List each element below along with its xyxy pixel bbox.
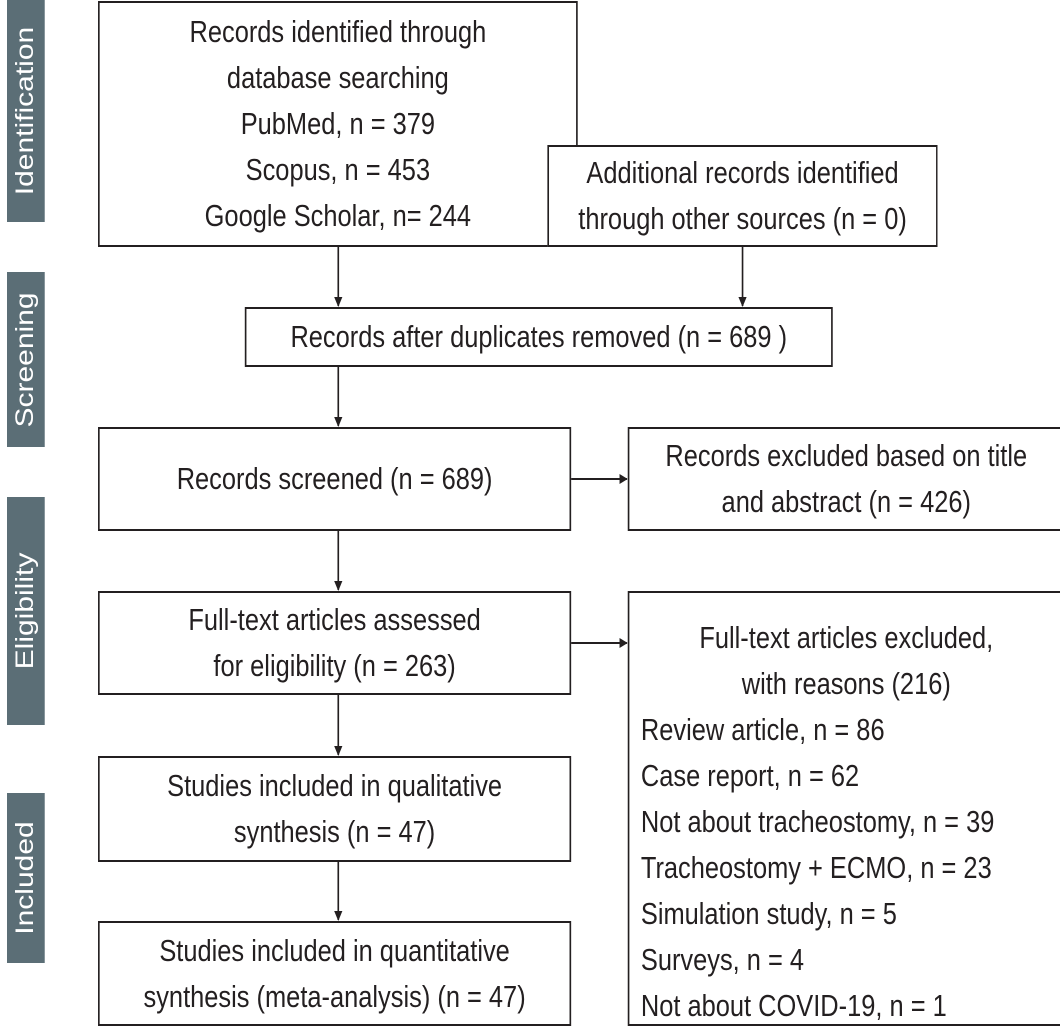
db-search-pubmed: PubMed, n = 379 [240, 106, 436, 141]
exclusion-reason-not-tracheostomy: Not about tracheostomy, n = 39 [640, 804, 995, 839]
phase-bar-identification: Identification [7, 0, 45, 222]
box-fulltext-assessed: Full-text articles assessed for eligibil… [98, 591, 572, 695]
other-sources-line-2: through other sources (n = 0) [578, 201, 907, 236]
records-excluded-line-2: and abstract (n = 426) [721, 484, 971, 519]
other-sources-line-1: Additional records identified [586, 155, 899, 190]
records-screened-text: Records screened (n = 689) [176, 461, 493, 496]
db-search-line-2: database searching [226, 60, 449, 95]
qualitative-line-2: synthesis (n = 47) [233, 814, 436, 849]
box-fulltext-excluded: Full-text articles excluded, with reason… [627, 591, 1060, 1026]
box-other-sources: Additional records identified through ot… [547, 145, 938, 247]
exclusion-reason-simulation-study: Simulation study, n = 5 [640, 896, 897, 931]
phase-bar-screening: Screening [7, 272, 45, 447]
box-records-screened: Records screened (n = 689) [98, 427, 572, 531]
box-qualitative-synthesis: Studies included in qualitative synthesi… [98, 756, 572, 862]
db-search-scopus: Scopus, n = 453 [245, 152, 431, 187]
fulltext-excluded-header-2: with reasons (216) [741, 666, 951, 701]
quantitative-line-2: synthesis (meta-analysis) (n = 47) [143, 978, 526, 1014]
prisma-flow-diagram: Identification Screening Eligibility Inc… [7, 0, 1060, 1028]
phase-bar-included: Included [7, 793, 45, 963]
phase-bar-eligibility: Eligibility [7, 497, 45, 725]
box-records-excluded: Records excluded based on title and abst… [627, 427, 1060, 531]
exclusion-reason-tracheostomy-ecmo: Tracheostomy + ECMO, n = 23 [640, 850, 992, 885]
exclusion-reason-not-covid: Not about COVID-19, n = 1 [640, 988, 947, 1023]
duplicates-removed-text: Records after duplicates removed (n = 68… [290, 319, 788, 354]
flow-arrows [334, 246, 747, 921]
db-search-google-scholar: Google Scholar, n= 244 [204, 198, 472, 233]
fulltext-assessed-line-2: for eligibility (n = 263) [213, 648, 456, 683]
db-search-line-1: Records identified through [189, 14, 487, 49]
box-duplicates-removed: Records after duplicates removed (n = 68… [244, 307, 833, 367]
fulltext-excluded-header-1: Full-text articles excluded, [699, 620, 994, 655]
fulltext-assessed-line-1: Full-text articles assessed [188, 602, 481, 637]
records-excluded-line-1: Records excluded based on title [665, 438, 1028, 473]
qualitative-line-1: Studies included in qualitative [167, 768, 503, 803]
box-database-searching: Records identified through database sear… [98, 1, 578, 247]
quantitative-line-1: Studies included in quantitative [159, 932, 510, 968]
exclusion-reason-review-article: Review article, n = 86 [640, 712, 885, 747]
box-quantitative-synthesis: Studies included in quantitative synthes… [98, 921, 572, 1026]
exclusion-reason-surveys: Surveys, n = 4 [640, 942, 805, 977]
exclusion-reason-case-report: Case report, n = 62 [640, 758, 860, 793]
